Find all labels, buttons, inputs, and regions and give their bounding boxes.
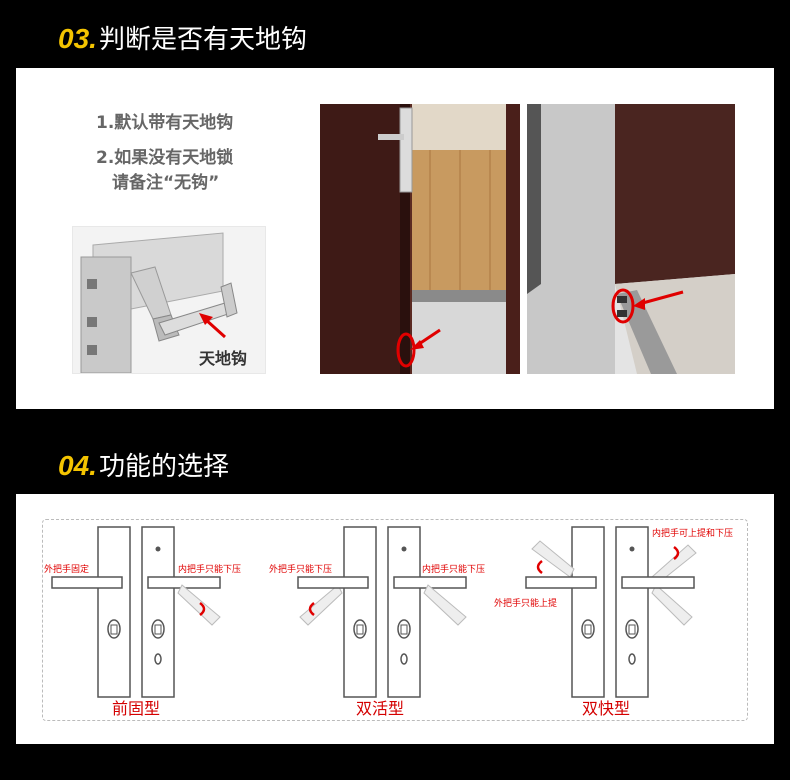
- type2-label-b: 内把手只能下压: [422, 565, 486, 575]
- type3-label-a: 外把手只能上提: [494, 599, 558, 609]
- lock-body-image: 天地钩: [72, 226, 266, 374]
- section-03-number: 03.: [58, 23, 97, 54]
- double-active-diagram: [297, 526, 467, 698]
- type3-caption: 双快型: [582, 699, 631, 718]
- section-03-text: 判断是否有天地钩: [98, 25, 307, 55]
- section-04-text: 功能的选择: [98, 452, 229, 482]
- type2-label-a: 外把手只能下压: [269, 565, 333, 575]
- function-dashed-box: [42, 519, 748, 721]
- frame-holes-illustration: [527, 104, 735, 374]
- type1-label-b: 内把手只能下压: [178, 565, 242, 575]
- door-photo-2: [527, 104, 735, 374]
- front-fixed-diagram: [51, 526, 221, 698]
- section-04-number: 04.: [58, 450, 97, 481]
- note-line-2: 2.如果没有天地锁: [96, 148, 234, 168]
- handle-function-diagrams: [51, 526, 697, 698]
- note-line-3: 请备注“无钩”: [112, 173, 220, 193]
- note-line-1: 1.默认带有天地钩: [96, 113, 234, 133]
- hook-label: 天地钩: [199, 349, 248, 368]
- lock-hook-illustration: [73, 227, 265, 373]
- double-quick-diagram: [525, 526, 697, 698]
- type2-caption: 双活型: [356, 699, 405, 718]
- type1-caption: 前固型: [112, 699, 161, 718]
- type3-label-b: 内把手可上提和下压: [652, 529, 734, 539]
- door-edge-illustration: [320, 104, 520, 374]
- door-photo-1: [320, 104, 520, 374]
- type1-label-a: 外把手固定: [44, 565, 90, 575]
- section-03-title: 03.判断是否有天地钩: [58, 22, 307, 57]
- section-04-title: 04.功能的选择: [58, 449, 229, 484]
